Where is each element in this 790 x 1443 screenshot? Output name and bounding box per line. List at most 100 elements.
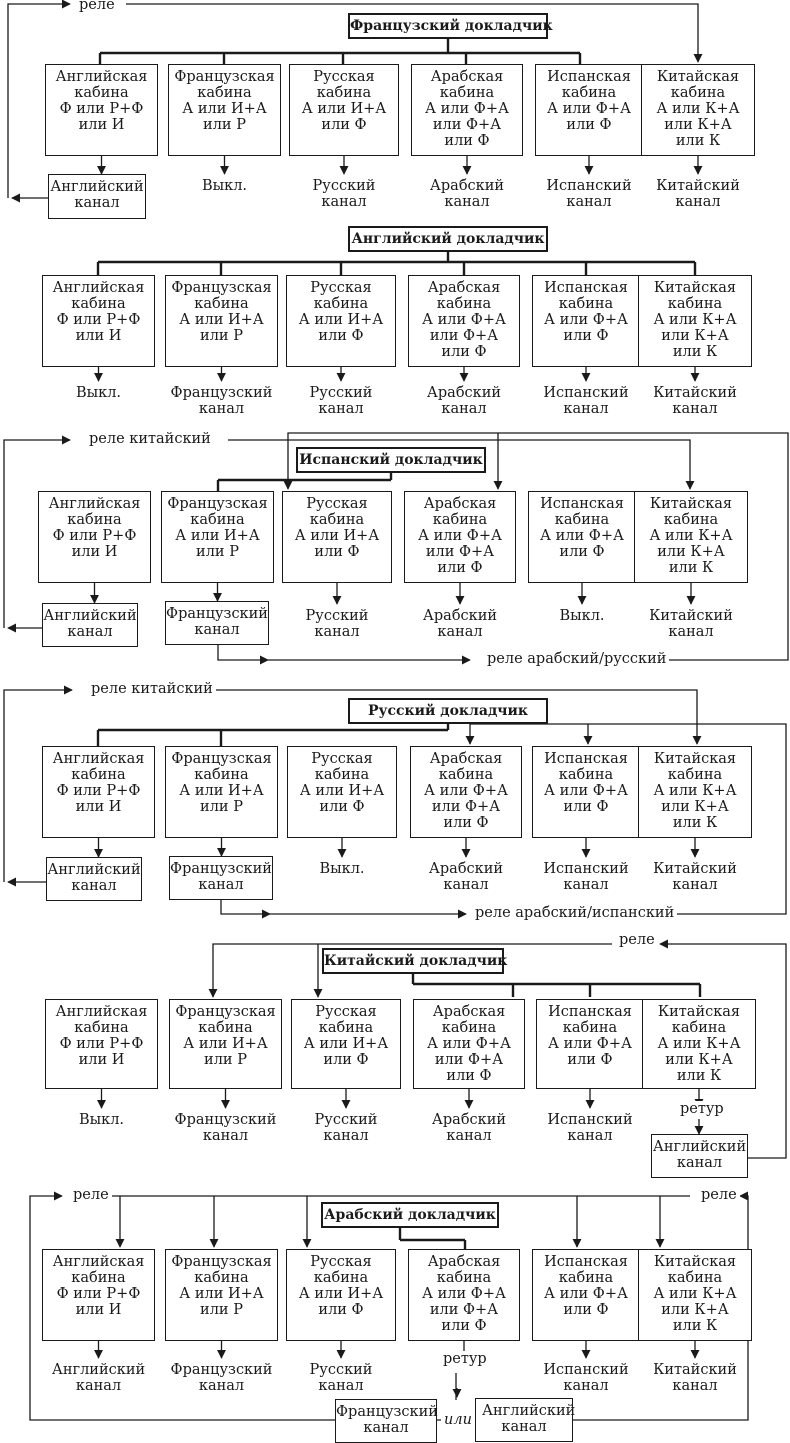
russian-booth-text: Русская bbox=[310, 280, 372, 296]
arabic-booth-text: кабина bbox=[441, 1020, 497, 1036]
arabic-channel-label-text: канал bbox=[446, 1128, 492, 1144]
chinese-booth-text: кабина bbox=[671, 1020, 727, 1036]
spanish-booth-text: или Ф bbox=[559, 544, 605, 560]
russian-channel-label-text: Русский bbox=[305, 608, 369, 624]
connector bbox=[126, 3, 703, 63]
chinese-booth-text: А или К+А bbox=[649, 528, 733, 544]
english-booth-text: или И bbox=[71, 544, 118, 560]
connector bbox=[3, 685, 73, 882]
arabic-channel-label-text: Арабский bbox=[426, 385, 502, 401]
arabic-booth-text: А или Ф+А bbox=[422, 1286, 506, 1302]
arabic-booth-text: Арабская bbox=[432, 1004, 506, 1020]
chinese-booth-text: или К+А bbox=[661, 328, 729, 344]
chinese-channel-label-text: канал bbox=[672, 401, 718, 417]
spanish-booth-text: или Ф bbox=[563, 799, 609, 815]
english-channel-label-text: Выкл. bbox=[75, 385, 122, 401]
english-booth-text: или И bbox=[78, 117, 125, 133]
russian-channel-label-text: канал bbox=[318, 1378, 364, 1394]
connector bbox=[217, 645, 269, 665]
arabic-booth-text: А или Ф+А bbox=[425, 101, 509, 117]
spanish-booth-text: или Ф bbox=[563, 328, 609, 344]
arabic-channel-label-text: Арабский bbox=[428, 861, 504, 877]
spanish-channel-label-text: канал bbox=[566, 194, 612, 210]
french-booth-text: кабина bbox=[197, 85, 252, 101]
french-booth-text: Французская bbox=[174, 69, 275, 85]
spanish-booth-text: кабина bbox=[558, 296, 614, 312]
russian-booth-text: или Ф bbox=[323, 1052, 369, 1068]
spanish-booth-text: кабина bbox=[558, 767, 614, 783]
chinese-channel-label-text: канал bbox=[672, 1378, 718, 1394]
chinese-channel-label-text: Китайский bbox=[649, 608, 733, 624]
english-channel-box-alt-text: Английский канал bbox=[482, 1403, 576, 1435]
french-booth-text: А или И+А bbox=[179, 783, 264, 799]
chinese-channel-box-text: Английский bbox=[652, 1139, 747, 1155]
english-channel-box-text: Английский bbox=[50, 179, 144, 195]
french-speaker-box: Французский докладчик bbox=[348, 13, 553, 39]
connector bbox=[7, 0, 71, 198]
arabic-booth-text: Арабская bbox=[430, 69, 504, 85]
english-booth-text: кабина bbox=[74, 85, 129, 101]
spanish-booth-text: Испанская bbox=[544, 751, 628, 767]
spanish-booth-text: А или Ф+А bbox=[547, 101, 631, 117]
connector bbox=[208, 689, 702, 745]
spanish-booth-text: А или Ф+А bbox=[548, 1036, 632, 1052]
russian-channel-label-text: Выкл. bbox=[319, 861, 365, 877]
connector bbox=[208, 943, 612, 998]
english-booth-text: или И bbox=[75, 799, 122, 815]
arabic-channel-label-text: канал bbox=[444, 194, 490, 210]
english-booth-text: или И bbox=[75, 1302, 122, 1318]
spanish-channel-label-text: Испанский bbox=[546, 178, 632, 194]
chinese-booth-text: или К+А bbox=[665, 1052, 733, 1068]
french-booth-text: Французская bbox=[167, 496, 268, 512]
french-channel-label-text: Французский bbox=[170, 385, 273, 401]
spanish-booth-text: или Ф bbox=[567, 1052, 613, 1068]
english-booth-text: Ф или Р+Ф bbox=[59, 1036, 144, 1052]
arabic-booth-text: А или Ф+А bbox=[422, 312, 506, 328]
english-booth-text: или И bbox=[78, 1052, 125, 1068]
french-booth-text: А или И+А bbox=[182, 101, 267, 117]
english-channel-label-text: канал bbox=[75, 1378, 122, 1394]
french-channel-label-text: канал bbox=[198, 1378, 245, 1394]
russian-booth-text: А или И+А bbox=[298, 312, 384, 328]
connector bbox=[3, 435, 71, 628]
arabic-booth-text: или Ф bbox=[441, 1318, 487, 1334]
russian-channel-label-text: Русский bbox=[314, 1112, 378, 1128]
spanish-channel-label-text: Выкл. bbox=[559, 608, 605, 624]
relay-label-left: реле bbox=[70, 1187, 112, 1203]
relay-label-right: реле bbox=[698, 1187, 740, 1203]
french-channel-box-text: канал bbox=[194, 622, 240, 638]
chinese-speaker-box: Китайский докладчик bbox=[322, 948, 507, 974]
chinese-channel-label-text: Китайский bbox=[653, 861, 737, 877]
french-booth-text: кабина bbox=[194, 1270, 249, 1286]
russian-speaker-box: Русский докладчик bbox=[348, 698, 548, 724]
english-booth-text: Английская bbox=[52, 280, 145, 296]
russian-channel-label-text: Русский bbox=[309, 385, 373, 401]
english-booth-text: кабина bbox=[71, 1270, 126, 1286]
russian-booth-text: А или И+А bbox=[301, 101, 387, 117]
spanish-channel-label-text: канал bbox=[563, 401, 609, 417]
english-booth-text: Ф или Р+Ф bbox=[52, 528, 137, 544]
spanish-channel-label-text: канал bbox=[563, 1378, 609, 1394]
spanish-channel-label-text: Испанский bbox=[543, 1362, 629, 1378]
arabic-booth-text: кабина bbox=[438, 767, 494, 783]
arabic-booth-text: кабина bbox=[439, 85, 495, 101]
